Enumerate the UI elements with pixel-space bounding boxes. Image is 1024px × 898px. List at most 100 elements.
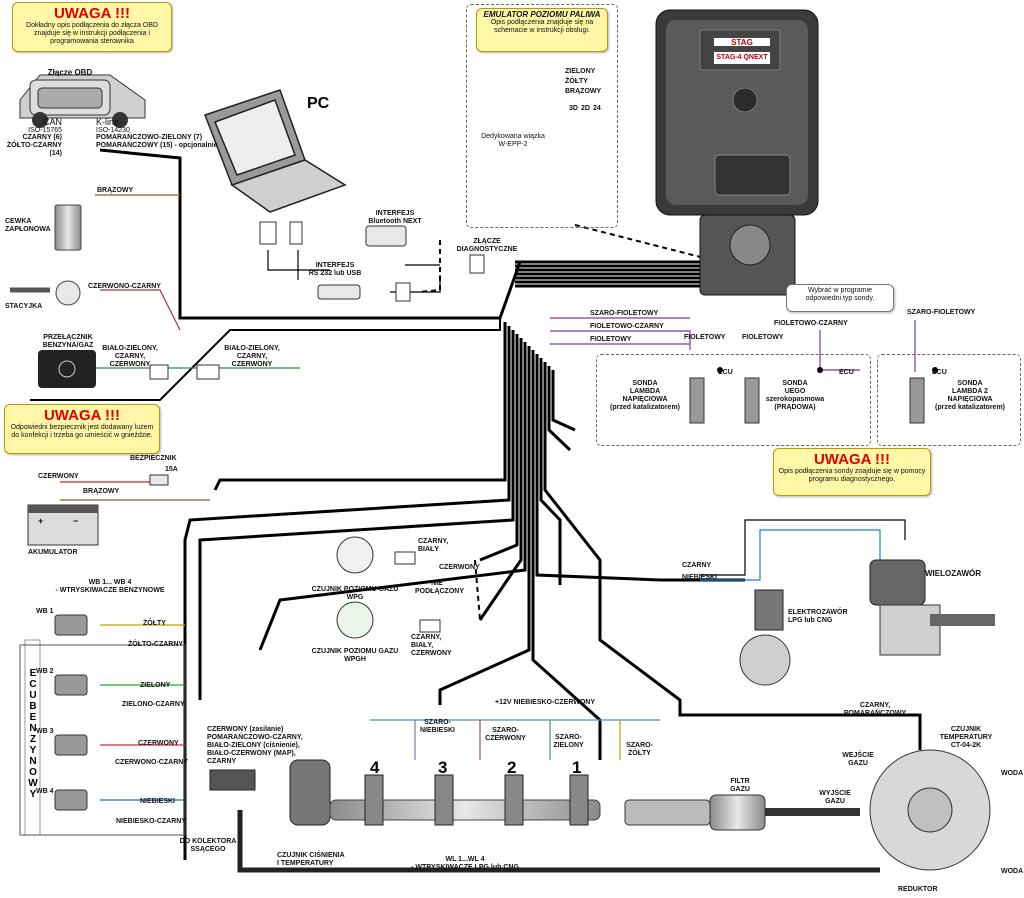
reducer-label: REDUKTOR [898,886,938,893]
lambda-box-2 [877,354,1021,446]
switch-wires-1: BIAŁO-ZIELONY, CZARNY, CZERWONY [102,345,158,368]
ignition-label: STACYJKA [5,303,43,310]
emulator-pin-3: 24 [593,105,601,112]
wb3-wire2: CZERWONO-CZARNY [115,759,188,766]
battery-brown-wire: BRĄZOWY [83,488,120,495]
diag-connector: ZŁĄCZE DIAGNOSTYCZNE [456,238,518,253]
valve-black-wire: CZARNY [682,562,712,569]
fuse-rating: 15A [165,466,178,473]
bt-interface: INTERFEJS Bluetooth NEXT [368,210,422,225]
inj4-wire: SZARO- NIEBIESKI [419,719,455,734]
map-wires: CZERWONY (zasilanie) POMARAŃCZOWO-CZARNY… [207,726,303,765]
lambda-wire-5: SZARO-FIOLETOWY [907,309,976,316]
ignition-wire: CZERWONO-CZARNY [88,283,161,290]
multivalve-label: WIELOZAWÓR [925,569,981,578]
emulator-wire-1: ZIELONY [565,68,596,75]
lambda-sensor-2: SONDA UEGO szerokopasmowa (PRĄDOWA) [765,380,825,411]
lambda-sensor-3: SONDA LAMBDA 2 NAPIĘCIOWA (przed kataliz… [934,380,1006,411]
emulator-wire-3: BRĄZOWY [565,88,602,95]
lambda-ecu-1: ECU [718,369,733,376]
injector-number-4: 4 [370,758,380,777]
map-sensor-label: CZUJNIK CIŚNIENIA I TEMPERATURY [277,852,345,867]
obd-kline-iso: ISO-14230 [96,127,130,134]
emulator-title: EMULATOR POZIOMU PALIWA [483,10,601,19]
pc-label: PC [307,95,330,112]
wpg-red-wire: CZERWONY [439,564,480,571]
stag-ecu-graphic [655,9,819,296]
injector-number-3: 3 [438,758,448,777]
wpg-wires: CZARNY, BIAŁY [418,538,449,553]
gas-out-label: WYJŚCIE GAZU [819,790,851,805]
lambda-wire-3: FIOLETOWY [590,336,632,343]
wb4-wire2: NIEBIESKO-CZARNY [116,818,187,825]
emulator-pin-2: 2D [581,105,590,112]
water-out-label: WODA [1001,868,1024,875]
coil-wire: BRĄZOWY [97,187,134,194]
warning-obd-title: UWAGA !!! [53,5,131,22]
wpg-not-connected: NIE PODŁĄCZONY [415,580,464,595]
warning-obd: UWAGA !!! Dokładny opis podłączenia do z… [12,2,172,52]
temp-sensor-label: CZUJNIK TEMPERATURY CT-04-2K [939,726,993,749]
temp-wires: CZARNY, POMARAŃCZOWY [843,702,907,717]
wb1-wire: ŻÓŁTY [143,620,166,627]
emulator-box [466,4,618,228]
wpg-label: CZUJNIK POZIOMU GAZU WPG [311,586,399,601]
lambda-wire-2: FIOLETOWO-CZARNY [590,323,664,330]
gas-injectors-graphic [364,774,589,826]
water-in-label: WODA [1001,770,1024,777]
lambda-sensor-1: SONDA LAMBDA NAPIĘCIOWA (przed katalizat… [609,380,681,411]
warning-fuse-text: Odpowiedni bezpiecznik jest dodawany luz… [10,424,154,439]
wb4-label: WB 4 [36,788,54,795]
lambda-tip: Wybrać w programie odpowiedni typ sondy. [786,284,894,312]
warning-obd-text: Dokładny opis podłączenia do złącza OBD … [26,22,158,45]
lambda-box-1 [596,354,871,446]
obd-connector-label: Złącze OBD [47,68,93,77]
warning-lambda-title: UWAGA !!! [813,451,891,468]
ecu-brand: STAG [731,38,753,47]
gas-in-label: WEJŚCIE GAZU [842,752,874,767]
lambda-violet-2: FIOLETOWY [742,334,784,341]
wb2-label: WB 2 [36,668,54,675]
wb1-label: WB 1 [36,608,54,615]
emulator-note: EMULATOR POZIOMU PALIWA Opis podłączenia… [476,8,608,52]
obd-car-graphic [19,74,146,128]
warning-lambda-text: Opis podłączenia sondy znajduje się w po… [778,468,926,483]
petrol-ecu-vertical: ECU BENZYNOWY [28,668,38,800]
fuse-label: BEZPIECZNIK [130,455,177,462]
valve-blue-wire: NIEBIESKI [682,574,718,581]
coil-label: CEWKA ZAPŁONOWA [5,218,51,233]
wb4-wire: NIEBIESKI [140,798,176,805]
inj2-wire: SZARO- ZIELONY [553,734,584,749]
gas-injectors-label: WL 1...WL 4 - WTRYSKIWACZE LPG lub CNG [411,856,519,871]
emulator-pin-1: 3D [569,105,578,112]
plus12-wire: +12V NIEBIESKO-CZERWONY [495,699,596,706]
injector-number-2: 2 [507,758,517,777]
electrovalve-label: ELEKTROZAWÓR LPG lub CNG [788,609,848,624]
wb1-wire2: ŻÓŁTO-CZARNY [128,641,184,648]
emulator-text: Opis podłączenia znajduje się na schemac… [490,19,594,34]
ecu-model: STAG-4 QNEXT [716,54,768,61]
lambda-ecu-2: ECU [839,369,854,376]
emulator-wire-2: ŻÓŁTY [565,78,588,85]
inj3-wire: SZARO- CZERWONY [485,727,526,742]
obd-can: CAN [42,117,62,127]
wb2-wire: ZIELONY [140,682,171,689]
lambda-wire-1: SZARO-FIOLETOWY [590,310,659,317]
wpgh-wires: CZARNY, BIAŁY, CZERWONY [411,634,452,657]
wb3-wire: CZERWONY [138,740,179,747]
inj1-wire: SZARO- ŻÓŁTY [626,742,653,757]
wb2-wire2: ZIELONO-CZARNY [122,701,185,708]
laptop-graphic [204,89,347,213]
rs-interface: INTERFEJS RS 232 lub USB [308,262,362,277]
lambda-tip-text: Wybrać w programie odpowiedni typ sondy. [805,287,875,302]
obd-kline-wires: POMARAŃCZOWO-ZIELONY (7) POMARAŃCZOWY (1… [96,134,218,149]
battery-plus: + [38,516,44,526]
injector-number-1: 1 [572,758,582,777]
lambda-wire-4: FIOLETOWO-CZARNY [774,320,848,327]
lambda-violet-1: FIOLETOWY [684,334,726,341]
warning-fuse-title: UWAGA !!! [43,407,121,424]
switch-wires-2: BIAŁO-ZIELONY, CZARNY, CZERWONY [224,345,280,368]
warning-lambda: UWAGA !!! Opis podłączenia sondy znajduj… [773,448,931,496]
wb3-label: WB 3 [36,728,54,735]
